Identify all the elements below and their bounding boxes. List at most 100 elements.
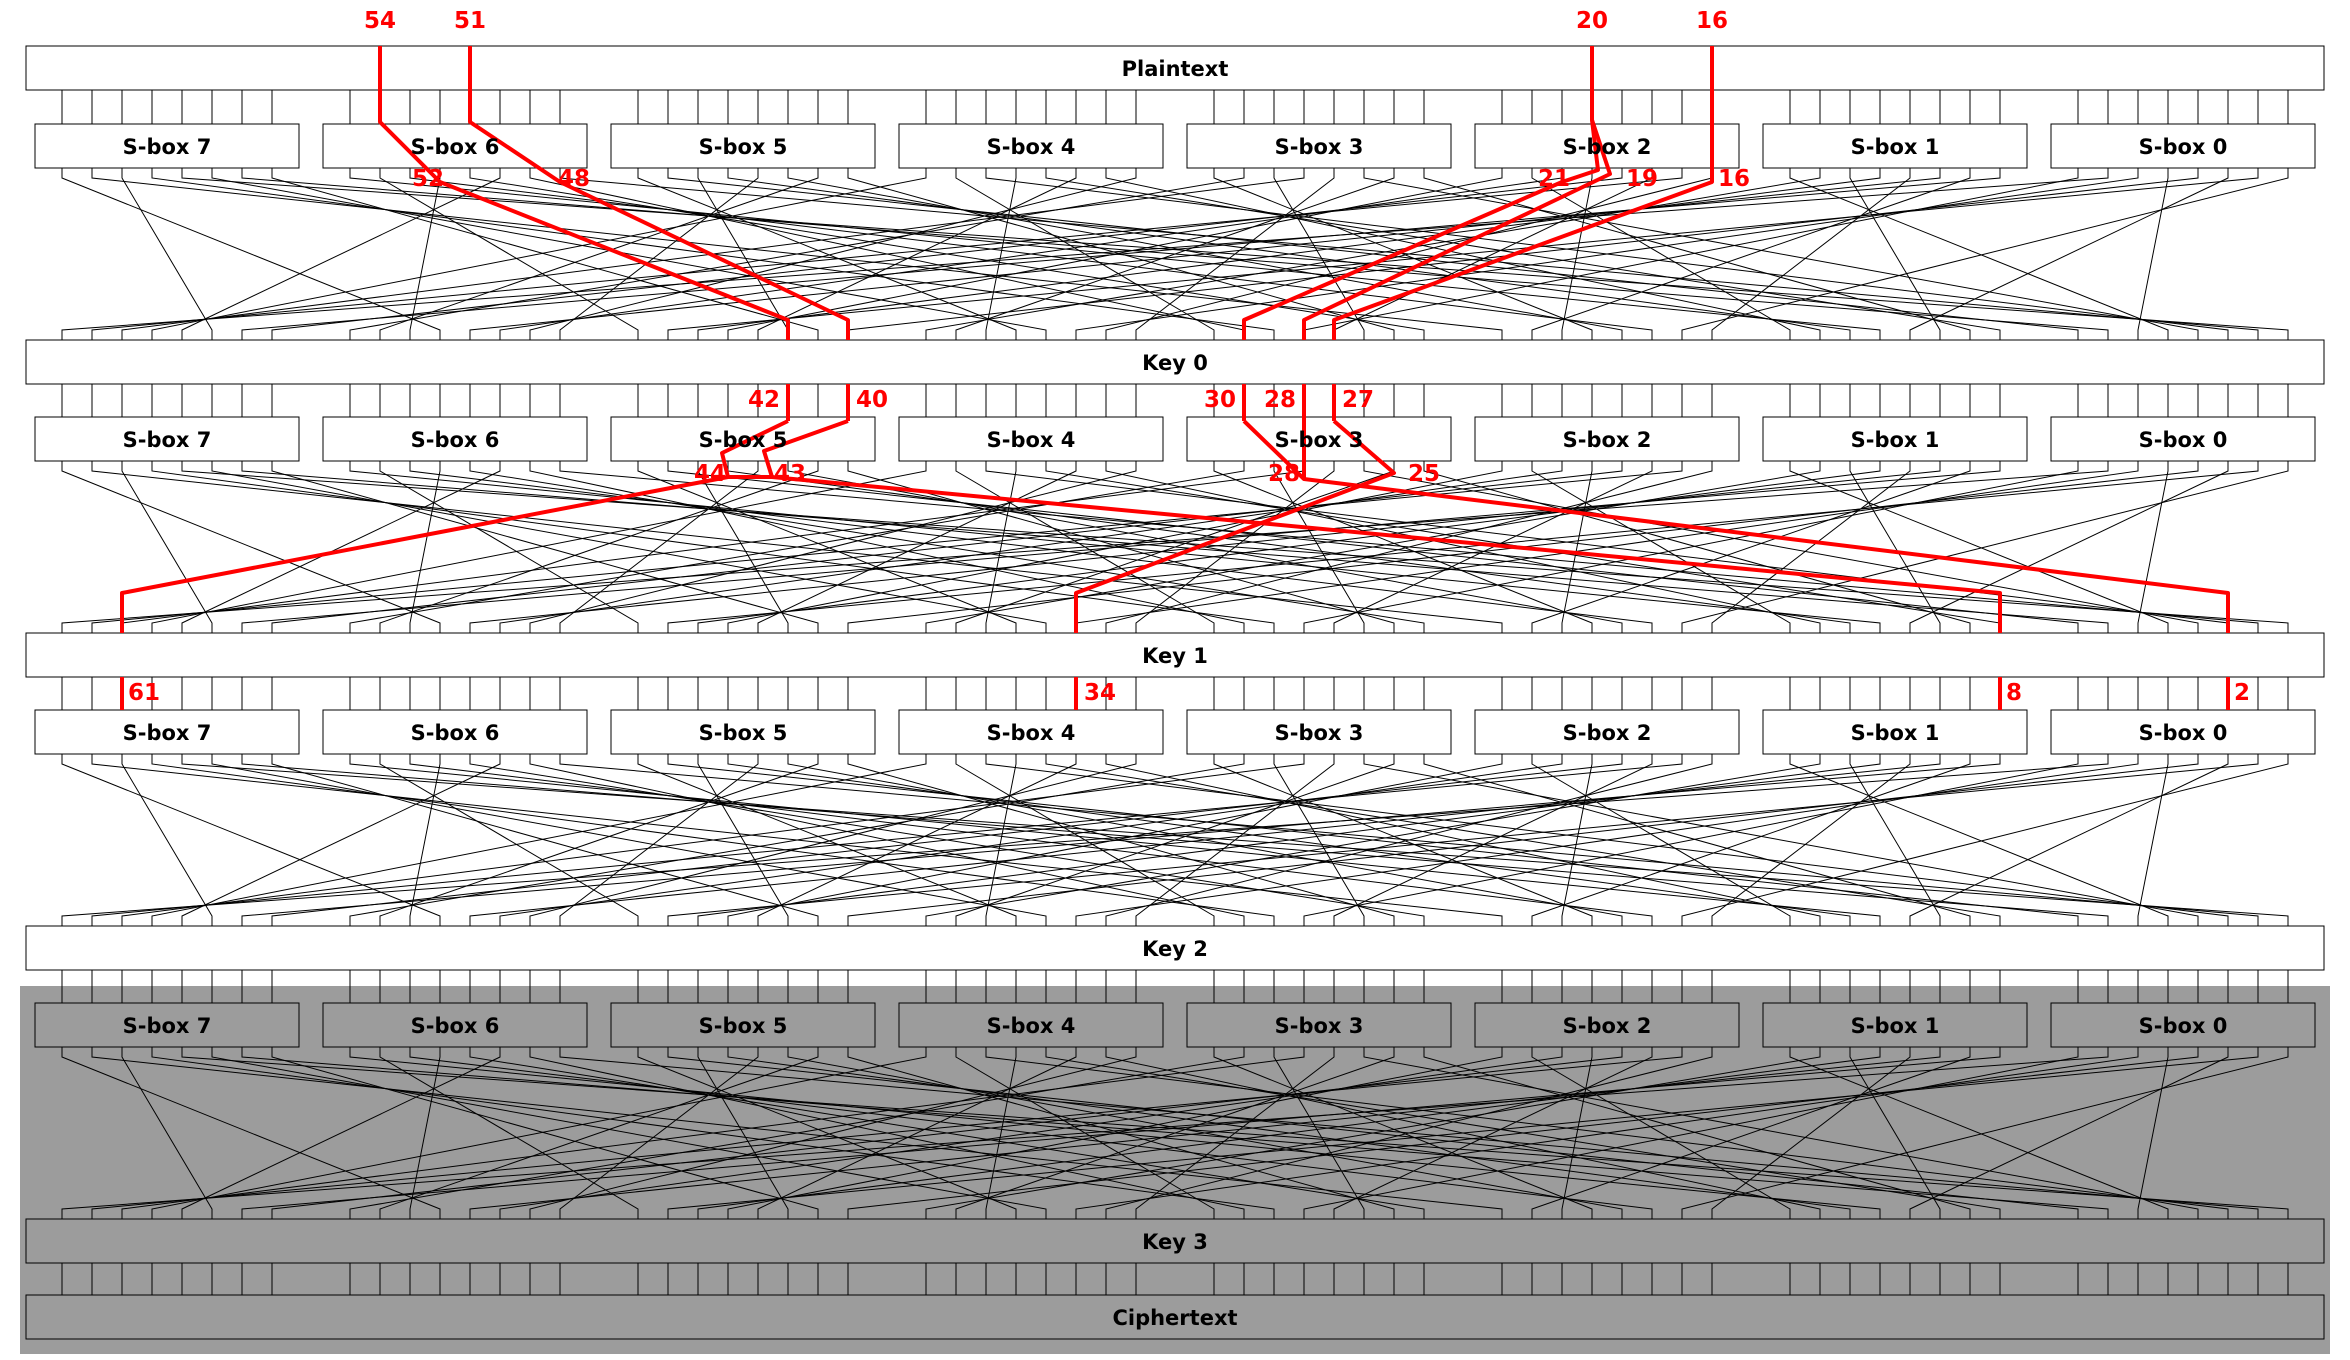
permutation-wire [847,754,2199,926]
permutation-wire [1075,168,2139,340]
sbox [1186,709,1452,755]
permutation-wire [1849,1047,1941,1219]
sbox-out-bit-label: 44 [694,461,726,487]
permutation-wire [469,754,1941,926]
permutation-wire [181,1047,501,1219]
permutation-wire [925,1047,1821,1219]
permutation-wire [1213,461,1593,633]
permutation-wire [271,1047,819,1219]
permutation-wire [1849,754,1941,926]
permutation-wire [379,461,639,633]
sbox-label: S-box 3 [1275,135,1364,159]
permutation-wire [1105,461,1713,633]
key-bar [25,925,2325,971]
permutation-wire [1681,754,2289,926]
permutation-wire [757,461,1077,633]
permutation-wire [271,754,1623,926]
permutation-wire [1561,754,1593,926]
permutation-wire [1333,1047,1653,1219]
trail-16-27 [1332,46,1714,340]
permutation-wire [379,168,639,340]
permutation-wire [379,1047,639,1219]
permutation-wire [955,754,1395,926]
permutation-wire [1135,461,1335,633]
permutation-wire [637,461,1017,633]
sbox [2050,709,2316,755]
permutation-wire [271,461,819,633]
permutation-wire [1531,461,1971,633]
permutation-wire [667,461,2259,633]
sbox [1474,709,1740,755]
permutation-wire [1075,1047,2139,1219]
permutation-wire [1531,1047,1971,1219]
trail-round1-sbox5 [720,419,849,479]
permutation-wire [61,168,441,340]
permutation-wire [1849,461,1941,633]
permutation-wire [697,1047,1881,1219]
sbox [34,709,300,755]
permutation-wire [1213,168,1593,340]
permutation-wire [271,461,1623,633]
key-label: Key 2 [1142,937,1208,961]
sbox-label: S-box 2 [1563,135,1652,159]
permutation-wire [847,1047,2199,1219]
sbox [1186,416,1452,462]
permutation-wire [61,754,441,926]
sbox-in-bit-label: 40 [856,387,888,413]
permutation-wire [667,168,2259,340]
sbox [1762,709,2028,755]
permutation-wire [1909,168,2229,340]
permutation-wire [697,1047,789,1219]
permutation-wire [757,168,1077,340]
permutation-wire [727,461,1503,633]
permutation-wire [211,461,1047,633]
sbox-in-bit-label: 28 [1264,387,1296,413]
permutation-wire [925,754,1821,926]
permutation-wire [499,1047,1563,1219]
permutation-wire [637,754,1017,926]
sbox [2050,1002,2316,1048]
permutation-wire [1423,461,1971,633]
sbox [322,1002,588,1048]
permutation-wire [1075,754,2139,926]
permutation-wire [91,168,1683,340]
permutation-wire [349,461,1245,633]
sbox-in-bit-label: 61 [128,680,160,706]
ciphertext-bar [25,1294,2325,1340]
sbox-in-bit-label: 30 [1204,387,1236,413]
sbox [898,123,1164,169]
sbox-label: S-box 1 [1851,721,1940,745]
permutation-wire [1789,168,2169,340]
key-label: Key 3 [1142,1230,1208,1254]
permutation-wire [121,754,213,926]
permutation-wire [181,168,501,340]
permutation-wire [727,168,1503,340]
sbox-in-bit-label: 27 [1342,387,1374,413]
permutation-wire [469,1047,1941,1219]
permutation-wire [271,1047,1623,1219]
permutation-wire [61,168,2109,340]
sbox-label: S-box 6 [411,721,500,745]
key-label: Key 0 [1142,351,1208,375]
permutation-wire [1789,1047,2169,1219]
permutation-wire [2137,168,2169,340]
permutation-wire [985,1047,1017,1219]
permutation-wire [1909,1047,2229,1219]
permutation-wire [349,168,1245,340]
sbox-label: S-box 0 [2139,135,2228,159]
permutation-wire [559,1047,759,1219]
sbox-label: S-box 0 [2139,1014,2228,1038]
permutation-wire [925,461,1821,633]
permutation-wire [559,168,759,340]
permutation-wire [349,754,1245,926]
permutation-wire [91,754,1683,926]
permutation-wire [271,168,819,340]
sbox [610,1002,876,1048]
sbox [2050,123,2316,169]
sbox-label: S-box 5 [699,135,788,159]
permutation-wire [697,168,1881,340]
permutation-wire [499,754,1563,926]
permutation-wire [1711,1047,1911,1219]
